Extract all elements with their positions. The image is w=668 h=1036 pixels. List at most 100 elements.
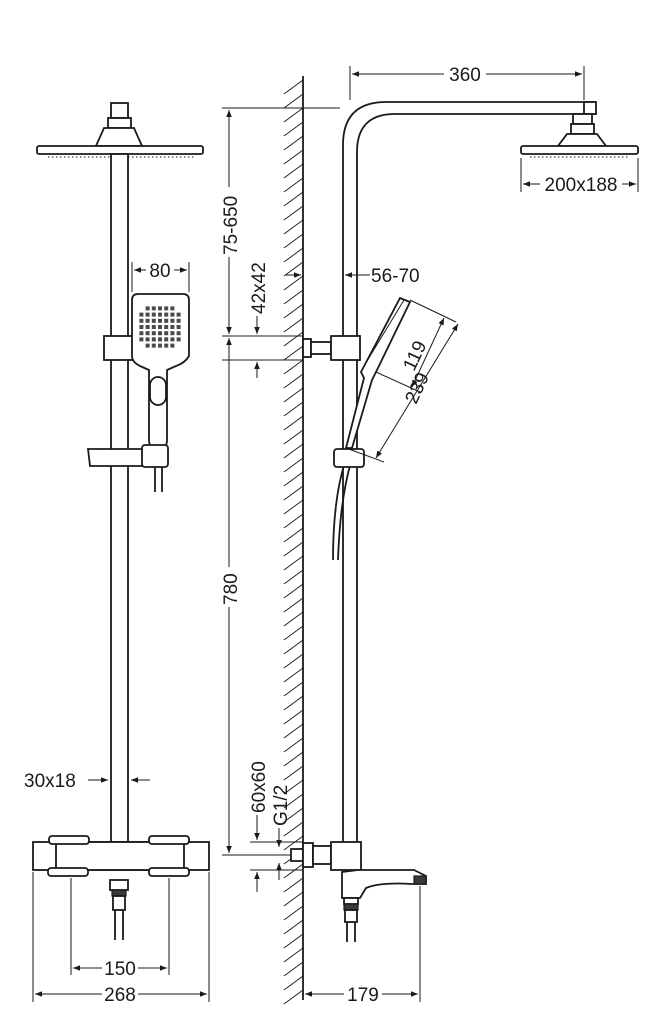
hatch-line	[283, 541, 304, 557]
dim-ceiling-height: 75-650	[221, 196, 242, 255]
hatch-line	[283, 177, 304, 193]
dim-bg-75-650	[219, 187, 239, 257]
right-handle-bottom	[148, 867, 190, 877]
dim-rail-section: 30x18	[24, 771, 76, 792]
hose-side-2	[337, 461, 352, 561]
dim-handshower-width: 80	[149, 261, 170, 282]
hatch-line	[283, 303, 304, 319]
hatch-line	[283, 891, 304, 907]
hatch-line	[283, 695, 304, 711]
dim-rail-height: 780	[221, 573, 242, 605]
hatch-line	[283, 919, 304, 935]
nozzle	[164, 325, 169, 329]
hatch-line	[283, 415, 304, 431]
nozzle	[145, 337, 150, 342]
side-nut	[343, 903, 359, 911]
nozzle	[151, 337, 156, 342]
handshower-button	[149, 376, 167, 406]
hatch-line	[283, 779, 304, 795]
hatch-line	[283, 261, 304, 277]
hatch-line	[283, 163, 304, 179]
hatch-line	[283, 681, 304, 697]
nozzle	[164, 331, 169, 336]
nozzle	[145, 331, 150, 336]
hatch-line	[283, 723, 304, 739]
ext-119-top	[409, 299, 457, 323]
hatch-line	[283, 499, 304, 515]
hatch-line	[283, 135, 304, 151]
bottom-nut	[111, 889, 127, 897]
dim-line-239	[375, 323, 459, 459]
slider-side	[333, 448, 365, 468]
spout-outlet	[413, 875, 427, 885]
hatch-line	[283, 933, 304, 949]
dim-inlet-centers: 150	[104, 959, 136, 980]
nozzle	[164, 312, 169, 317]
hatch-line	[283, 765, 304, 781]
shower-arm-inner	[356, 113, 596, 842]
head-neck	[94, 127, 144, 147]
hatch-line	[283, 793, 304, 809]
nozzle	[158, 312, 162, 317]
head-connector-side	[572, 113, 593, 125]
hatch-line	[283, 289, 304, 305]
hatch-line	[283, 485, 304, 501]
dim-bracket-size: 42x42	[249, 262, 270, 314]
nozzle	[151, 318, 156, 323]
nozzle	[145, 343, 150, 348]
dim-bg-268	[102, 984, 138, 1004]
hatch-line	[283, 471, 304, 487]
slider-holder	[86, 448, 151, 467]
nozzle	[145, 306, 150, 311]
hatch-line	[283, 247, 304, 263]
dim-bg-780	[219, 567, 239, 607]
hatch-line	[283, 835, 304, 851]
hatch-line	[283, 527, 304, 543]
hatch-line	[283, 807, 304, 823]
nozzle	[158, 318, 162, 323]
nozzle	[139, 325, 144, 329]
hatch-line	[283, 709, 304, 725]
hatch-line	[283, 191, 304, 207]
hatch-line	[283, 905, 304, 921]
slider-clamp	[141, 444, 169, 468]
overhead-shower-head	[36, 145, 204, 155]
nozzle	[158, 325, 162, 329]
hatch-line	[283, 219, 304, 235]
hatch-line	[283, 93, 304, 109]
bath-spout	[341, 869, 427, 899]
nozzle	[158, 306, 162, 311]
nozzle	[151, 325, 156, 329]
nozzle	[139, 318, 144, 323]
hatch-line	[283, 345, 304, 361]
overhead-shower-head-side	[520, 145, 639, 155]
left-handle-bottom	[47, 867, 89, 877]
hatch-line	[283, 569, 304, 585]
nozzle	[176, 331, 181, 336]
nozzle	[170, 331, 175, 336]
g12-fitting	[290, 848, 304, 862]
hatch-line	[283, 947, 304, 963]
head-swivel-side	[570, 123, 595, 135]
shower-arm-outer	[342, 101, 596, 842]
hatch-line	[283, 611, 304, 627]
hatch-line	[283, 751, 304, 767]
hatch-line	[283, 877, 304, 893]
nozzle	[139, 312, 144, 317]
nozzle	[151, 312, 156, 317]
dim-bg-200x188	[540, 173, 622, 195]
hatch-line	[283, 359, 304, 375]
nozzle	[176, 318, 181, 323]
hatch-line	[283, 863, 304, 879]
nozzle	[170, 325, 175, 329]
nozzle	[158, 337, 162, 342]
dim-thread: G1/2	[271, 785, 292, 826]
nozzle	[170, 318, 175, 323]
hatch-line	[283, 443, 304, 459]
hatch-line	[283, 387, 304, 403]
upper-bracket-arm	[310, 341, 332, 355]
head-swivel	[107, 117, 132, 129]
nozzle	[145, 325, 150, 329]
dim-connector-size: 60x60	[249, 761, 270, 813]
